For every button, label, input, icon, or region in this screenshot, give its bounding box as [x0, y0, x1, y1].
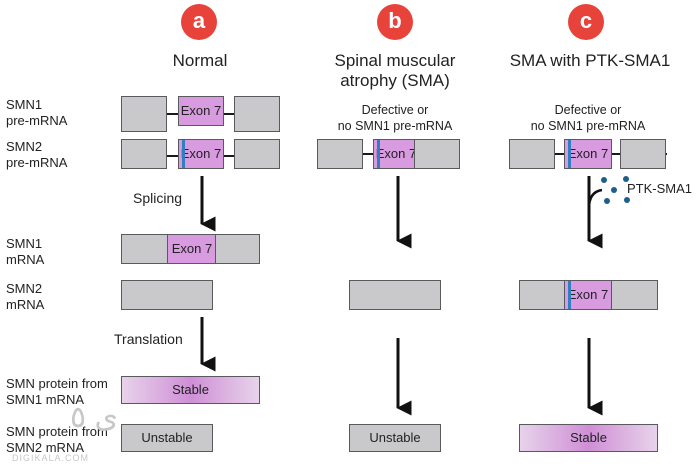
exon-6-box — [509, 139, 555, 169]
step-splicing: Splicing — [133, 190, 183, 206]
drug-dot — [601, 177, 607, 183]
exon-7-box: Exon 7 — [178, 139, 224, 169]
label-line: SMN2 mRNA — [6, 440, 85, 455]
exon-8-box — [215, 234, 260, 264]
note-line: Defective or — [554, 103, 622, 117]
label-line: mRNA — [6, 252, 45, 267]
watermark-logo: ى ٥ — [70, 401, 118, 434]
splice-mutation-marker — [377, 140, 380, 168]
column-title-ptk: SMA with PTK-SMA1 — [509, 51, 671, 70]
protein-unstable: Unstable — [349, 424, 441, 452]
note-defective-b: Defective or no SMN1 pre-mRNA — [315, 102, 475, 134]
exon-6-box — [317, 139, 363, 169]
label-line: SMN protein from — [6, 376, 108, 391]
exon-7-box: Exon 7 — [564, 280, 612, 310]
exon-6-box — [121, 234, 169, 264]
label-protein-smn2: SMN protein from SMN2 mRNA — [6, 424, 108, 456]
drug-dot — [604, 198, 610, 204]
protein-stable: Stable — [121, 376, 260, 404]
label-line: pre-mRNA — [6, 155, 68, 170]
label-smn2-mrna: SMN2 mRNA — [6, 281, 44, 313]
step-translation: Translation — [114, 331, 183, 347]
exon-8-box — [414, 139, 460, 169]
note-line: no SMN1 pre-mRNA — [337, 119, 453, 133]
badge-b: b — [377, 4, 413, 40]
mrna-skipped-box — [121, 280, 213, 310]
exon-7-box: Exon 7 — [373, 139, 419, 169]
note-line: no SMN1 pre-mRNA — [530, 119, 646, 133]
protein-stable: Stable — [519, 424, 658, 452]
label-line: SMN1 — [6, 97, 43, 112]
mrna-skipped-box — [349, 280, 441, 310]
note-line: Defective or — [361, 103, 429, 117]
watermark-site: DIGIKALA.COM — [12, 453, 90, 463]
splice-mutation-marker — [568, 140, 571, 168]
label-line: pre-mRNA — [6, 113, 68, 128]
column-title-sma-line1: Spinal muscular — [334, 51, 456, 70]
column-title-sma: Spinal muscular atrophy (SMA) — [310, 51, 480, 91]
drug-dot — [611, 187, 617, 193]
badge-a: a — [181, 4, 217, 40]
splice-mutation-marker — [182, 140, 185, 168]
exon-8-box — [620, 139, 666, 169]
exon-8-box — [234, 139, 280, 169]
label-smn1-pre-mrna: SMN1 pre-mRNA — [6, 97, 67, 129]
drug-dot — [624, 197, 630, 203]
label-line: SMN1 mRNA — [6, 392, 85, 407]
exon-6-box — [121, 96, 167, 132]
label-line: SMN protein from — [6, 424, 108, 439]
column-title-normal: Normal — [172, 51, 228, 70]
note-defective-c: Defective or no SMN1 pre-mRNA — [508, 102, 668, 134]
exon-6-box — [121, 139, 167, 169]
label-line: mRNA — [6, 297, 45, 312]
exon-7-box: Exon 7 — [178, 96, 224, 126]
drug-label: PTK-SMA1 — [627, 181, 693, 196]
label-line: SMN2 — [6, 281, 43, 296]
label-line: SMN2 — [6, 139, 43, 154]
exon-8-box — [234, 96, 280, 132]
exon-7-box: Exon 7 — [564, 139, 612, 169]
badge-c: c — [568, 4, 604, 40]
exon-8-box — [611, 280, 658, 310]
splice-mutation-marker — [568, 281, 571, 309]
label-line: SMN1 — [6, 236, 43, 251]
protein-unstable: Unstable — [121, 424, 213, 452]
label-smn2-pre-mrna: SMN2 pre-mRNA — [6, 139, 67, 171]
label-protein-smn1: SMN protein from SMN1 mRNA — [6, 376, 108, 408]
drug-molecules — [601, 176, 630, 204]
drug-dot — [623, 176, 629, 182]
drug-binding-curve — [587, 188, 603, 209]
column-title-sma-line2: atrophy (SMA) — [340, 71, 450, 90]
label-smn1-mrna: SMN1 mRNA — [6, 236, 44, 268]
